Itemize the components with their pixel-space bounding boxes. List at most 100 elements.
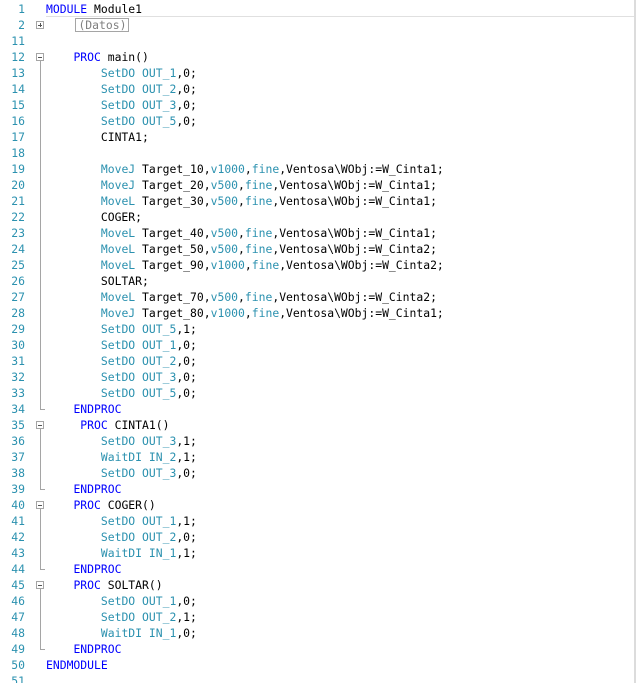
identifier-token: v500 xyxy=(210,290,239,304)
identifier-token: SetDO xyxy=(100,66,136,80)
code-token xyxy=(46,626,101,640)
identifier-token: MoveJ xyxy=(100,306,136,320)
code-line[interactable]: SetDO OUT_3,1; xyxy=(46,433,634,449)
code-line[interactable] xyxy=(46,33,634,49)
code-line[interactable]: WaitDI IN_1,0; xyxy=(46,625,634,641)
code-token: ,0; xyxy=(176,594,197,608)
code-token xyxy=(46,258,101,272)
code-line[interactable]: ENDPROC xyxy=(46,401,634,417)
code-token xyxy=(46,466,101,480)
code-token: main() xyxy=(100,50,149,64)
code-line[interactable]: SetDO OUT_3,0; xyxy=(46,97,634,113)
code-token xyxy=(46,114,101,128)
line-number: 22 xyxy=(11,210,25,224)
code-line[interactable]: CINTA1; xyxy=(46,129,634,145)
line-number: 24 xyxy=(11,242,25,256)
keyword-token: ENDPROC xyxy=(73,562,122,576)
code-token: ,Ventosa\WObj:=W_Cinta1; xyxy=(272,226,437,240)
collapse-minus-icon[interactable] xyxy=(36,501,44,509)
code-line[interactable]: WaitDI IN_1,1; xyxy=(46,545,634,561)
code-line[interactable]: SetDO OUT_5,0; xyxy=(46,113,634,129)
code-line[interactable]: ENDPROC xyxy=(46,641,634,657)
code-line[interactable]: PROC main() xyxy=(46,49,634,65)
code-token xyxy=(46,178,101,192)
code-token: ,0; xyxy=(176,98,197,112)
identifier-token: OUT_5 xyxy=(142,114,177,128)
code-token xyxy=(135,354,142,368)
code-line[interactable]: SetDO OUT_5,1; xyxy=(46,321,634,337)
code-token: SOLTAR; xyxy=(46,274,149,288)
code-token: ,1; xyxy=(176,322,197,336)
code-token: , xyxy=(244,258,252,272)
code-line[interactable]: PROC SOLTAR() xyxy=(46,577,634,593)
line-number: 1 xyxy=(18,2,25,16)
identifier-token: MoveL xyxy=(100,226,136,240)
code-token: , xyxy=(244,162,252,176)
code-token: ,1; xyxy=(176,434,197,448)
code-line[interactable] xyxy=(46,145,634,161)
expand-plus-icon[interactable] xyxy=(36,21,44,29)
code-token xyxy=(46,290,101,304)
code-line[interactable]: MoveL Target_70,v500,fine,Ventosa\WObj:=… xyxy=(46,289,634,305)
code-line[interactable]: SetDO OUT_5,0; xyxy=(46,385,634,401)
line-number: 50 xyxy=(11,658,25,672)
identifier-token: IN_1 xyxy=(148,626,177,640)
code-line[interactable]: SetDO OUT_3,0; xyxy=(46,465,634,481)
code-line[interactable]: ENDPROC xyxy=(46,481,634,497)
identifier-token: fine xyxy=(251,162,280,176)
code-line[interactable]: SetDO OUT_3,0; xyxy=(46,369,634,385)
code-line[interactable]: MoveL Target_40,v500,fine,Ventosa\WObj:=… xyxy=(46,225,634,241)
code-token: ,Ventosa\WObj:=W_Cinta2; xyxy=(272,290,437,304)
code-token xyxy=(135,98,142,112)
code-line[interactable]: COGER; xyxy=(46,209,634,225)
code-line[interactable]: PROC CINTA1() xyxy=(46,417,634,433)
code-token: ,1; xyxy=(176,514,197,528)
code-line[interactable]: MoveJ Target_20,v500,fine,Ventosa\WObj:=… xyxy=(46,177,634,193)
code-line[interactable]: MoveL Target_90,v1000,fine,Ventosa\WObj:… xyxy=(46,257,634,273)
code-line[interactable]: SetDO OUT_2,0; xyxy=(46,81,634,97)
collapse-minus-icon[interactable] xyxy=(36,53,44,61)
line-number: 19 xyxy=(11,162,25,176)
line-number: 26 xyxy=(11,274,25,288)
code-line[interactable]: SetDO OUT_1,0; xyxy=(46,593,634,609)
collapsed-region-datos[interactable]: (Datos) xyxy=(75,18,130,32)
code-line[interactable]: SetDO OUT_1,0; xyxy=(46,65,634,81)
identifier-token: fine xyxy=(244,290,273,304)
code-token: Module1 xyxy=(87,2,143,16)
code-area[interactable]: MODULE Module1 (Datos) PROC main() SetDO… xyxy=(46,1,634,683)
line-number: 16 xyxy=(11,114,25,128)
code-line[interactable]: SetDO OUT_2,1; xyxy=(46,609,634,625)
identifier-token: SetDO xyxy=(100,530,136,544)
code-line[interactable] xyxy=(46,673,634,683)
line-number: 34 xyxy=(11,402,25,416)
code-token xyxy=(135,514,142,528)
code-line[interactable]: SetDO OUT_2,0; xyxy=(46,353,634,369)
code-line[interactable]: MoveJ Target_80,v1000,fine,Ventosa\WObj:… xyxy=(46,305,634,321)
collapse-minus-icon[interactable] xyxy=(36,581,44,589)
code-line[interactable]: ENDMODULE xyxy=(46,657,634,673)
code-line[interactable]: SetDO OUT_1,0; xyxy=(46,337,634,353)
code-line[interactable]: WaitDI IN_2,1; xyxy=(46,449,634,465)
code-line[interactable]: MoveJ Target_10,v1000,fine,Ventosa\WObj:… xyxy=(46,161,634,177)
code-line[interactable]: ENDPROC xyxy=(46,561,634,577)
code-line[interactable]: MoveL Target_30,v500,fine,Ventosa\WObj:=… xyxy=(46,193,634,209)
code-line[interactable]: SetDO OUT_1,1; xyxy=(46,513,634,529)
line-number: 40 xyxy=(11,498,25,512)
code-line[interactable]: SOLTAR; xyxy=(46,273,634,289)
code-token xyxy=(46,530,101,544)
code-token: ,Ventosa\WObj:=W_Cinta2; xyxy=(279,258,444,272)
line-number: 32 xyxy=(11,370,25,384)
code-line[interactable]: SetDO OUT_2,0; xyxy=(46,529,634,545)
code-line[interactable]: (Datos) xyxy=(46,17,634,33)
identifier-token: OUT_1 xyxy=(142,66,177,80)
code-token: Target_70, xyxy=(135,290,211,304)
code-line[interactable]: MoveL Target_50,v500,fine,Ventosa\WObj:=… xyxy=(46,241,634,257)
code-token xyxy=(46,578,73,592)
keyword-token: PROC xyxy=(73,498,101,512)
code-token xyxy=(135,434,142,448)
code-line[interactable]: PROC COGER() xyxy=(46,497,634,513)
code-line[interactable]: MODULE Module1 xyxy=(46,1,634,17)
code-token: ,0; xyxy=(176,338,197,352)
collapse-minus-icon[interactable] xyxy=(36,421,44,429)
